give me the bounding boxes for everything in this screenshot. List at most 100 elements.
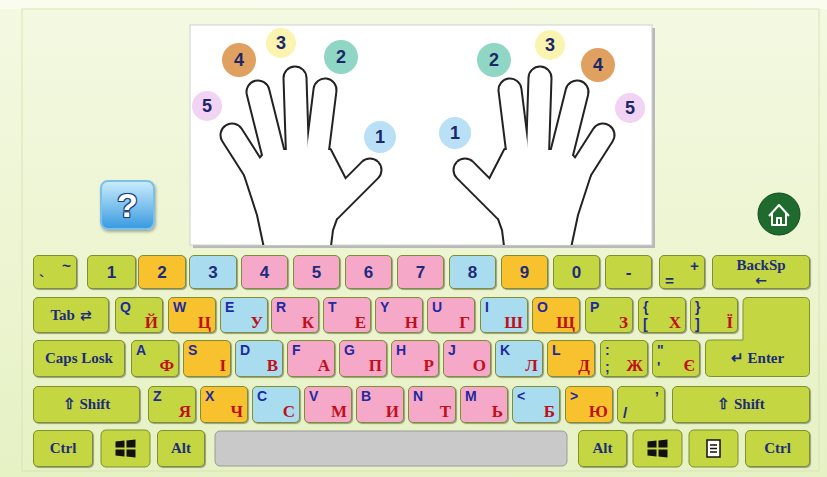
key-label: X — [205, 389, 214, 403]
keyboard-key: }]Ї — [690, 297, 738, 333]
keyboard-key: Alt — [578, 430, 627, 467]
key-label: BackSp — [736, 258, 785, 273]
keyboard-key: UГ — [427, 297, 475, 333]
key-label: ’ — [655, 389, 659, 404]
key-label: Ctrl — [50, 441, 77, 456]
keyboard-key: NТ — [408, 386, 456, 423]
key-label: Y — [380, 300, 389, 314]
key-label: Т — [440, 403, 451, 420]
keyboard-key: WЦ — [168, 297, 216, 333]
key-label: Alt — [593, 441, 613, 456]
key-label: ↵ Enter — [731, 351, 784, 366]
keyboard-key: AФ — [131, 340, 179, 377]
key-label: Ї — [726, 314, 733, 331]
keyboard-key: 2 — [138, 255, 186, 289]
key-label: ; — [605, 360, 610, 374]
finger-number: 2 — [324, 40, 358, 74]
keyboard-key: 6 — [345, 255, 392, 289]
key-label: У — [251, 314, 263, 331]
space-bar — [215, 431, 567, 466]
keyboard-key: XЧ — [200, 386, 248, 423]
keyboard-key: BackSp← — [712, 255, 810, 289]
keyboard-key: `~ — [33, 255, 77, 289]
keyboard-key: RК — [271, 297, 319, 333]
key-label: 5 — [312, 264, 321, 281]
key-label: " — [657, 343, 664, 357]
keyboard-key: 3 — [189, 255, 237, 289]
key-label: / — [623, 405, 627, 420]
keyboard-key: :; Ж — [600, 340, 648, 377]
key-label: + — [690, 258, 699, 273]
finger-number: 1 — [364, 121, 396, 153]
key-label: D — [240, 343, 250, 357]
keyboard-key: =+ — [659, 255, 705, 289]
keyboard-key: LД — [547, 340, 595, 377]
keyboard-key: - — [605, 255, 652, 289]
key-label: Ю — [589, 403, 608, 420]
finger-number: 2 — [477, 43, 511, 77]
keyboard-key: GП — [339, 340, 387, 377]
key-label: ? — [117, 188, 138, 222]
key-label: G — [344, 343, 355, 357]
key-label: Ж — [626, 357, 643, 374]
keyboard-key: 9 — [501, 255, 548, 289]
key-label: Н — [405, 314, 418, 331]
key-label: W — [173, 300, 186, 314]
key-label: M — [465, 389, 477, 403]
callout-number: 1 — [375, 128, 385, 146]
keyboard-key: QЙ — [115, 297, 163, 333]
frame — [22, 9, 819, 471]
key-label: K — [500, 343, 510, 357]
key-label: 0 — [572, 264, 581, 281]
key-label: І — [219, 357, 226, 374]
key-label: - — [626, 264, 632, 281]
top-strip — [0, 0, 827, 9]
finger-number: 4 — [222, 43, 256, 77]
keyboard-key: HР — [391, 340, 439, 377]
key-label: V — [309, 389, 318, 403]
key-label: P — [590, 300, 599, 314]
keyboard-key: "'Є — [652, 340, 700, 377]
key-label: Z — [153, 389, 162, 403]
keyboard-key: KЛ — [495, 340, 543, 377]
key-label: С — [283, 403, 295, 420]
key-label: F — [292, 343, 301, 357]
key-label: C — [257, 389, 267, 403]
finger-number: 5 — [192, 91, 222, 121]
menu-key — [689, 430, 738, 467]
key-label: 3 — [208, 264, 217, 281]
right-hand — [465, 78, 603, 245]
finger-number: 3 — [535, 30, 565, 60]
key-label: 7 — [416, 264, 425, 281]
keyboard-key: OЩ — [532, 297, 580, 333]
keyboard-key: 4 — [241, 255, 288, 289]
key-label: ] — [695, 317, 700, 331]
keyboard-key: IШ — [480, 297, 528, 333]
key-label: S — [188, 343, 197, 357]
key-label: Г — [459, 314, 470, 331]
keyboard-key: JО — [443, 340, 491, 377]
callout-number: 5 — [202, 97, 212, 115]
key-label: H — [396, 343, 406, 357]
key-label: Х — [669, 314, 681, 331]
keyboard-key: Tab⇄ — [33, 297, 109, 333]
key-label: [ — [643, 317, 648, 331]
keyboard-key: BИ — [356, 386, 404, 423]
keyboard-key: /’ — [617, 386, 665, 423]
key-label: I — [485, 300, 489, 314]
callout-number: 2 — [336, 48, 346, 66]
key-label: Л — [525, 357, 538, 374]
key-label: 9 — [520, 264, 529, 281]
keyboard-key: ⇧ Shift — [672, 386, 810, 423]
key-label: ⇧ Shift — [717, 397, 765, 412]
key-label: B — [361, 389, 371, 403]
keyboard-key: Caps Losk — [33, 340, 125, 377]
keyboard-key: 5 — [293, 255, 340, 289]
key-label: : — [605, 343, 610, 357]
key-label: ~ — [62, 258, 71, 273]
key-label: А — [318, 357, 330, 374]
keyboard-key: {[Х — [638, 297, 686, 333]
keyboard-key: >Ю — [565, 386, 613, 423]
callout-number: 3 — [545, 36, 555, 54]
keyboard-key: EУ — [220, 297, 268, 333]
